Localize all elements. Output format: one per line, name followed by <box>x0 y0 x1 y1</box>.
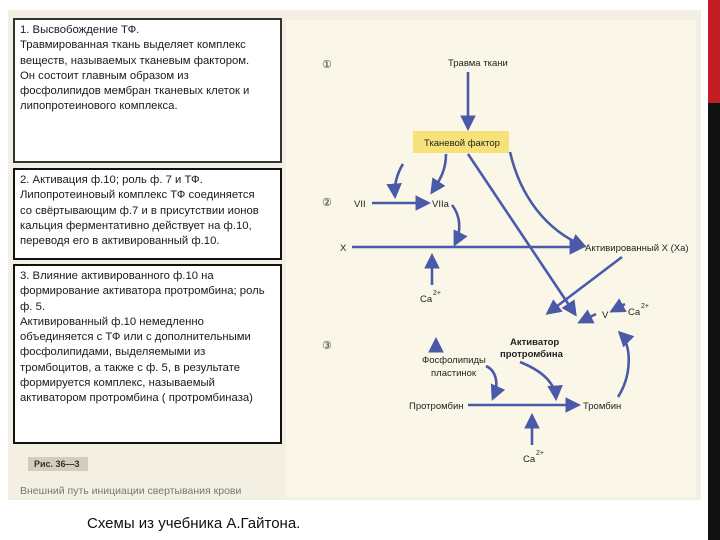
arrow-ca-to-v <box>609 298 627 313</box>
label-ca-1-sup: 2+ <box>433 290 441 297</box>
text-panel-2: 2. Активация ф.10; роль ф. 7 и ТФ. Липоп… <box>13 168 282 260</box>
label-prothrombin: Протромбин <box>409 401 464 412</box>
arrow-into-vii <box>386 163 405 200</box>
text-panel-1: 1. Высвобождение ТФ. Травмированная ткан… <box>13 18 282 163</box>
accent-bar-red <box>708 0 720 103</box>
panel-3-title: 3. Влияние активированного ф.10 на форми… <box>20 270 265 313</box>
label-phospholipids-line1: Фосфолипиды <box>422 355 486 366</box>
arrow-thrombin-feedback <box>616 330 635 398</box>
label-tissue-factor: Тканевой фактор <box>424 138 500 149</box>
label-ca-1: Ca <box>420 294 433 305</box>
label-v: V <box>602 310 609 321</box>
arrow-activator-to-conversion <box>519 360 563 402</box>
label-activator-line1: Активатор <box>510 337 559 348</box>
panel-1-body: Травмированная ткань выделяет комплекс в… <box>20 39 250 113</box>
figure-label: Рис. 36—3 <box>28 457 88 471</box>
label-ca-3-sup: 2+ <box>536 450 544 457</box>
label-ca-2-sup: 2+ <box>641 303 649 310</box>
label-phospholipids-line2: пластинок <box>431 368 477 379</box>
panel-1-title: 1. Высвобождение ТФ. <box>20 24 140 36</box>
panel-2-body: Липопротеиновый комплекс ТФ соединяется … <box>20 189 259 248</box>
label-x: X <box>340 243 347 254</box>
label-viia: VIIa <box>432 199 450 210</box>
arrow-v-to-activator <box>577 309 597 324</box>
panel-2-title: 2. Активация ф.10; роль ф. 7 и ТФ. <box>20 174 203 186</box>
label-activator-line2: протромбина <box>500 349 564 360</box>
text-panel-3: 3. Влияние активированного ф.10 на форми… <box>13 264 282 444</box>
tissue-factor-box <box>413 131 509 153</box>
panel-3-body: Активированный ф.10 немедленно объединяе… <box>20 315 253 405</box>
slide-caption: Схемы из учебника А.Гайтона. <box>87 515 301 532</box>
accent-bar-black <box>708 103 720 540</box>
arrow-phospholipids <box>485 364 506 401</box>
label-thrombin: Тромбин <box>583 401 621 412</box>
arrow-viia-to-x <box>450 204 468 247</box>
figure-caption: Внешний путь инициации свертывания крови <box>20 485 242 497</box>
label-tissue-trauma: Травма ткани <box>448 58 508 69</box>
label-ca-3: Ca <box>523 454 536 465</box>
diagram-background <box>286 20 696 497</box>
step-3-marker: ③ <box>322 340 332 352</box>
label-vii: VII <box>354 199 366 210</box>
arrow-tf-to-viia <box>430 153 448 195</box>
step-1-marker: ① <box>322 59 332 71</box>
step-2-marker: ② <box>322 197 332 209</box>
label-xa: Активированный X (Xa) <box>585 243 689 254</box>
label-ca-2: Ca <box>628 307 641 318</box>
arrow-tf-to-activator <box>466 153 577 317</box>
arrow-xa-to-activator <box>545 255 623 315</box>
